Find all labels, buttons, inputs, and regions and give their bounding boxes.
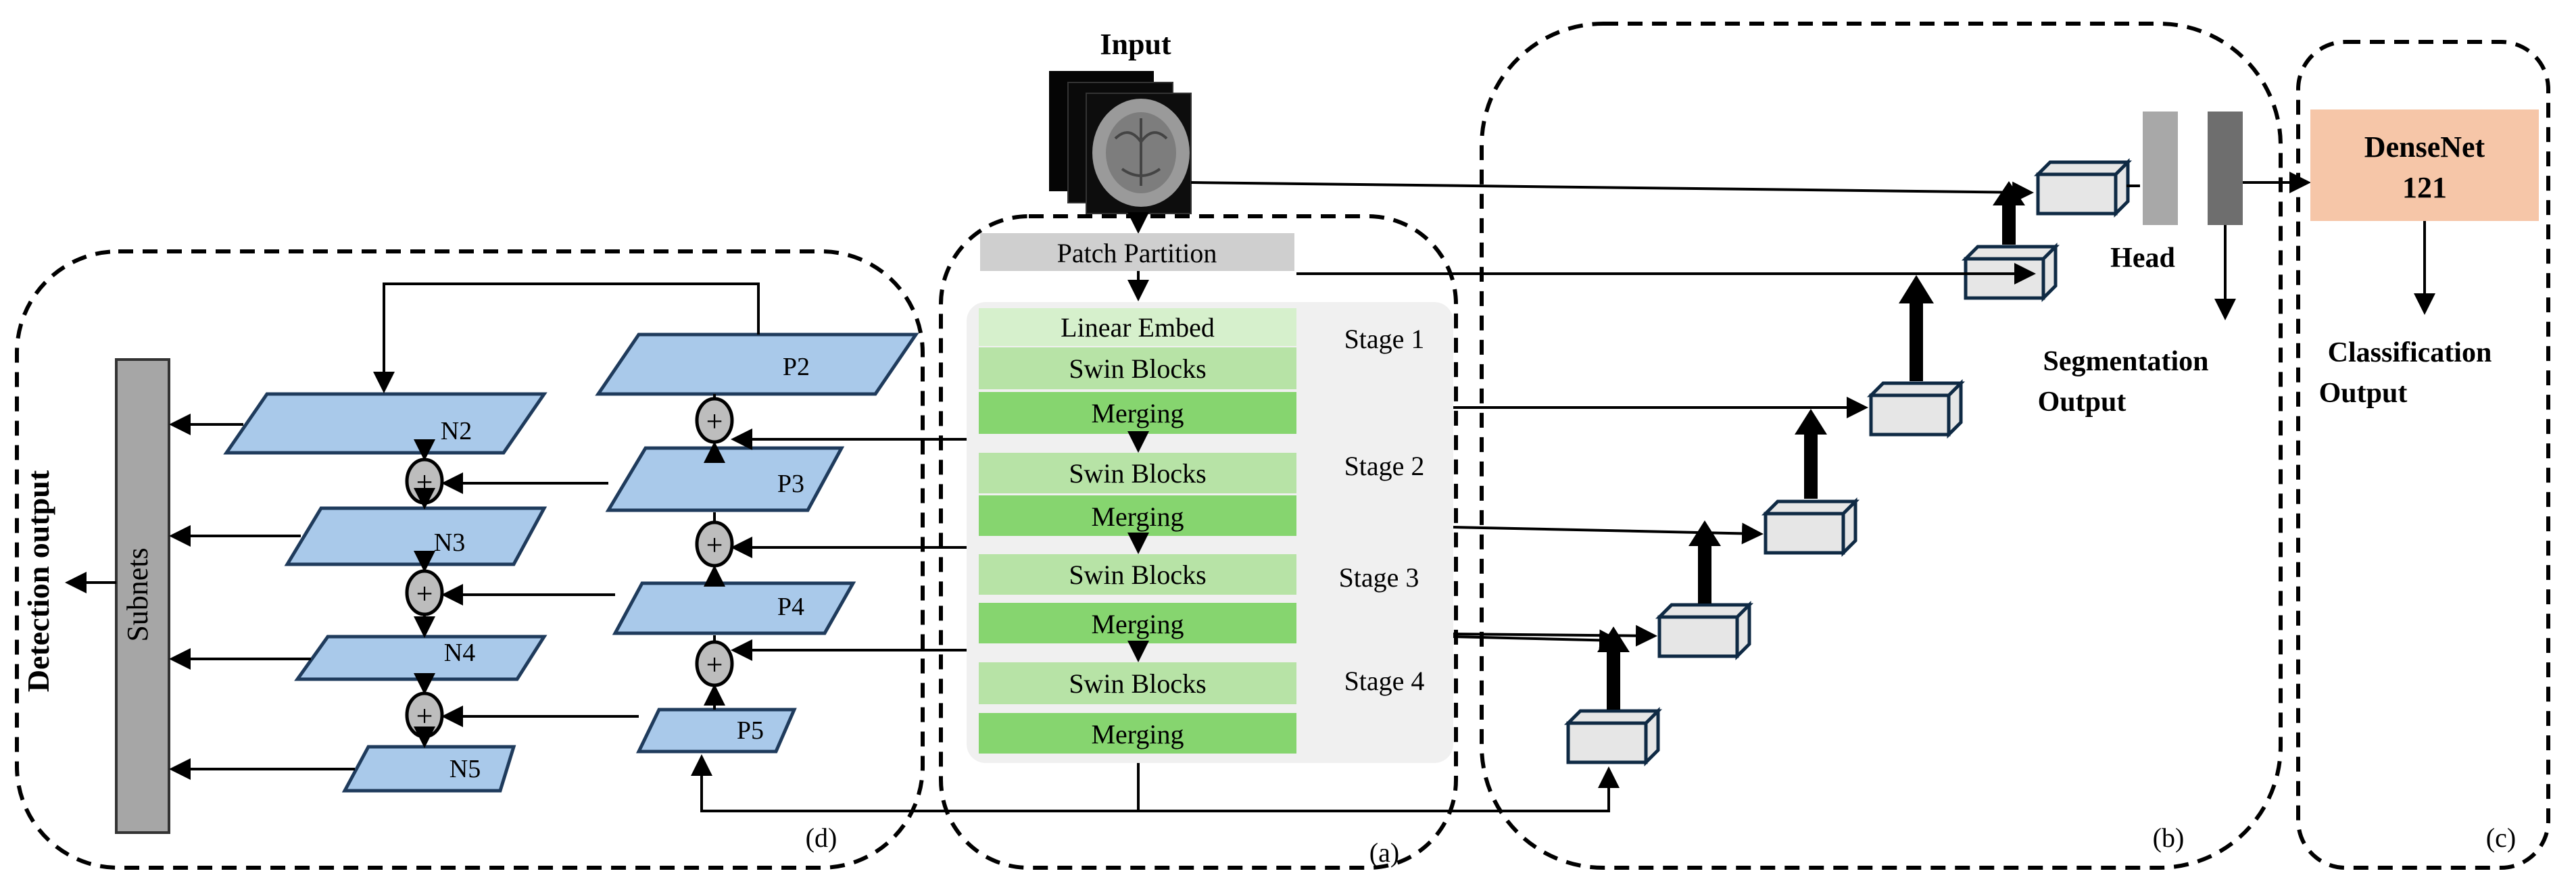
swin-blocks-label-1: Swin Blocks — [1069, 353, 1206, 384]
merging-box-4 — [979, 713, 1296, 754]
merging-box-1 — [979, 392, 1296, 434]
merging-label-1: Merging — [1091, 398, 1184, 428]
n2-label: N2 — [441, 417, 472, 445]
patch-partition-label: Patch Partition — [1057, 238, 1217, 268]
stage-label-1: Stage 1 — [1344, 324, 1425, 354]
sum-symbol-p3: + — [706, 405, 723, 438]
stage-label-4: Stage 4 — [1344, 666, 1425, 696]
stage-1: Linear Embed Swin Blocks Merging Stage 1 — [979, 308, 1424, 434]
swin-blocks-box-2 — [979, 453, 1296, 493]
subnets-bar — [115, 358, 170, 834]
merging-label-4: Merging — [1091, 719, 1184, 749]
panel-a-box — [939, 214, 1458, 870]
classification-output-line1: Classification — [2328, 337, 2492, 368]
panel-label-c: (c) — [2486, 822, 2516, 853]
skip-stage2 — [1453, 522, 1764, 545]
skip-stage4 — [1453, 629, 1621, 651]
swin-blocks-label-3: Swin Blocks — [1069, 560, 1206, 590]
skip-stage3 — [1453, 624, 1657, 647]
panel-label-b: (b) — [2153, 822, 2185, 853]
panel-label-d: (d) — [806, 822, 837, 853]
input-label: Input — [1100, 28, 1171, 61]
detection-output-label: Detection output — [21, 470, 55, 692]
skip-input — [1190, 181, 2034, 203]
stage-2: Swin Blocks Merging Stage 2 — [979, 451, 1424, 536]
up-arrow-2 — [1688, 520, 1721, 604]
linear-embed-box — [979, 308, 1296, 346]
decoder-blocks — [1563, 157, 2133, 767]
n3-level — [284, 506, 548, 566]
subnets-label: Subnets — [121, 547, 154, 641]
panel-boxes — [15, 22, 2550, 870]
p4-label: P4 — [777, 593, 804, 621]
merging-box-3 — [979, 603, 1296, 643]
panel-d-box — [15, 249, 925, 870]
sum-symbol-n4: + — [416, 577, 433, 610]
swin-blocks-box-4 — [979, 662, 1296, 704]
up-arrow-5 — [1993, 181, 2025, 245]
swin-blocks-label-4: Swin Blocks — [1069, 668, 1206, 699]
sum-symbols: + + + + + + — [416, 405, 723, 733]
p3-label: P3 — [777, 470, 804, 498]
input-mri-stack — [1049, 71, 1192, 214]
bottom-link-p5 — [691, 754, 1138, 812]
n3-label: N3 — [434, 528, 465, 557]
densenet-box — [2310, 109, 2539, 221]
skip-connections — [1137, 181, 2036, 812]
p5-level — [636, 708, 797, 754]
merging-box-2 — [979, 495, 1296, 536]
sum-symbol-n3: + — [416, 466, 433, 499]
pyramid-n — [223, 392, 548, 793]
sum-symbol-n5: + — [416, 699, 433, 733]
p2-level — [595, 333, 919, 396]
swin-blocks-label-2: Swin Blocks — [1069, 458, 1206, 489]
p2-loop-to-n2 — [373, 282, 760, 393]
n5-level — [341, 745, 516, 793]
n4-label: N4 — [444, 639, 475, 667]
stage-label-3: Stage 3 — [1339, 562, 1419, 593]
decoder-block-6 — [2033, 157, 2133, 218]
bottom-feature-link — [1137, 763, 1620, 812]
merging-label-2: Merging — [1091, 501, 1184, 532]
swin-blocks-box-3 — [979, 554, 1296, 595]
segmentation-output-line2: Output — [2038, 387, 2127, 418]
decoder-block-2 — [1655, 600, 1754, 661]
decoder-block-1 — [1563, 706, 1663, 767]
patch-partition-box — [980, 233, 1294, 271]
classification-output-line2: Output — [2319, 378, 2408, 409]
panel-c-box — [2296, 40, 2550, 870]
stage-4: Swin Blocks Merging Stage 4 — [979, 662, 1424, 754]
head-label: Head — [2110, 243, 2175, 274]
head-layer-1 — [2143, 112, 2178, 225]
p2-label: P2 — [783, 353, 810, 381]
n2-level — [223, 392, 548, 455]
fpn-connections — [169, 282, 1138, 812]
merging-label-3: Merging — [1091, 609, 1184, 639]
up-arrow-3 — [1795, 409, 1827, 499]
up-arrow-4 — [1899, 275, 1934, 381]
decoder-block-3 — [1761, 497, 1860, 558]
pyramid-p — [595, 333, 919, 754]
p3-level — [605, 446, 845, 512]
densenet-label-line2: 121 — [2402, 171, 2447, 204]
n4-level — [294, 635, 548, 681]
p5-label: P5 — [737, 716, 764, 745]
linear-embed-label: Linear Embed — [1061, 312, 1215, 343]
p4-level — [612, 581, 856, 635]
panel-label-a: (a) — [1369, 837, 1399, 868]
swin-blocks-box-1 — [979, 347, 1296, 389]
segmentation-output-line1: Segmentation — [2043, 346, 2209, 377]
sum-symbol-p5: + — [706, 648, 723, 681]
panel-b-box — [1480, 22, 2283, 870]
n5-label: N5 — [449, 755, 481, 783]
stage-label-2: Stage 2 — [1344, 451, 1425, 481]
densenet-label-line1: DenseNet — [2364, 130, 2485, 164]
stage-3: Swin Blocks Merging Stage 3 — [979, 554, 1419, 643]
head-layer-2 — [2208, 112, 2243, 225]
decoder-block-4 — [1866, 378, 1966, 439]
sum-symbol-p4: + — [706, 528, 723, 562]
